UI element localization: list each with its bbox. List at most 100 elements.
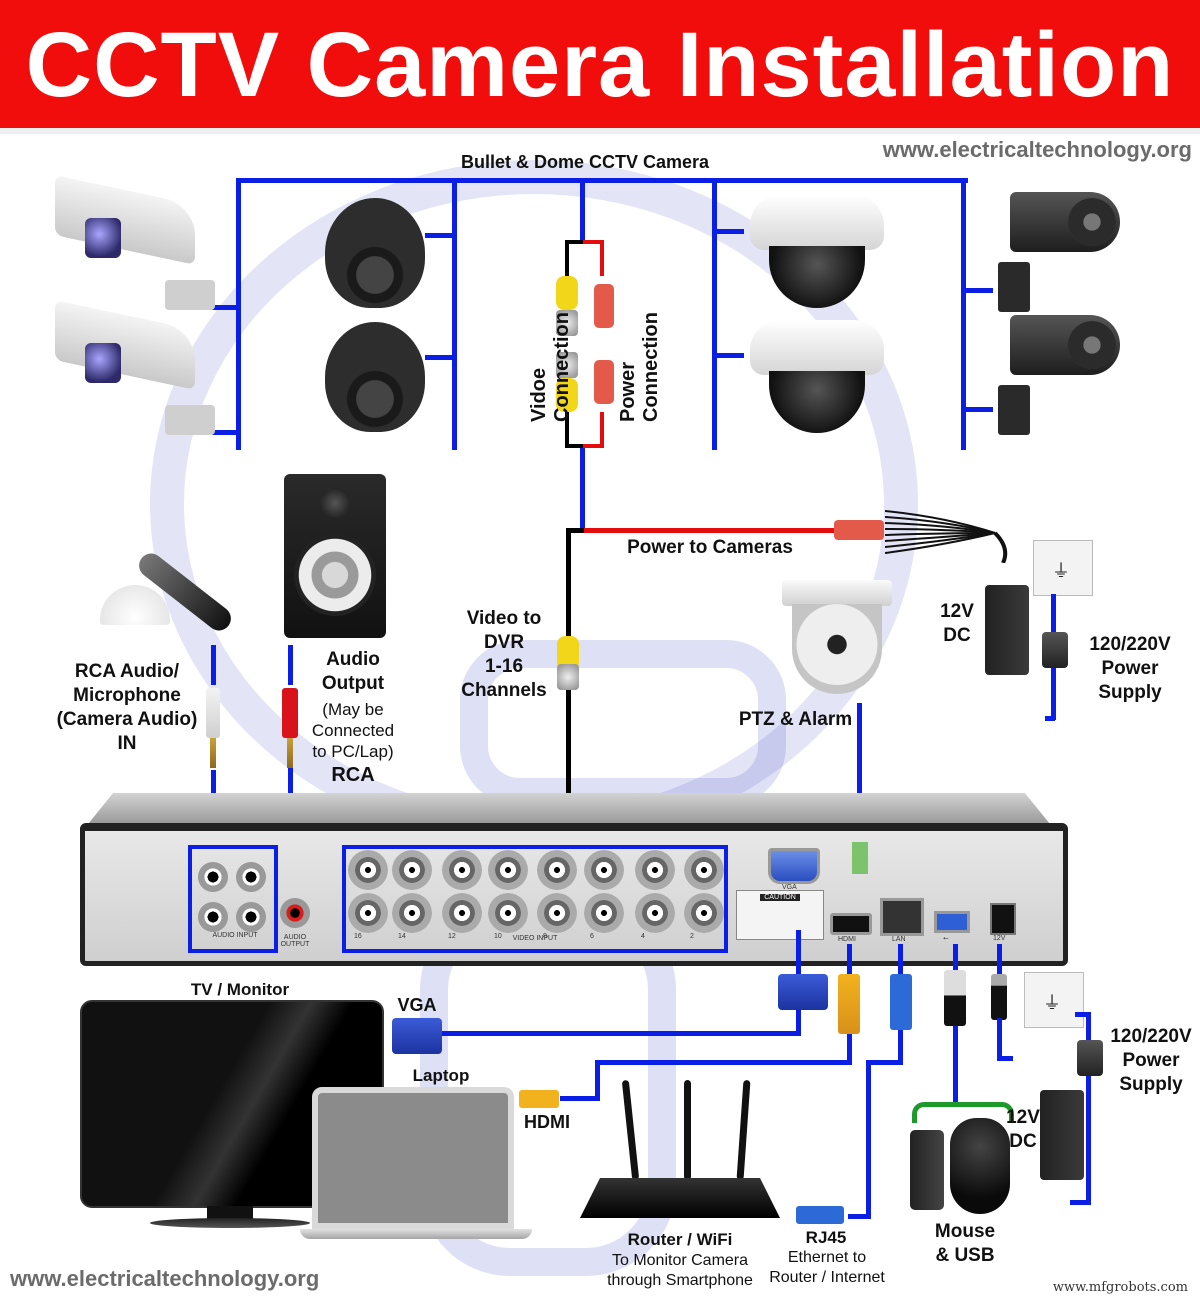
video-input-port[interactable]	[584, 893, 624, 933]
video-input-port[interactable]	[392, 850, 432, 890]
laptop	[312, 1087, 514, 1229]
video-input-port[interactable]	[684, 850, 724, 890]
rca-jack-icon	[282, 688, 298, 738]
watermark-top: www.electricaltechnology.org	[882, 137, 1192, 162]
wall-outlet-icon: ⏚	[1024, 972, 1084, 1028]
audio-input-port-1[interactable]	[236, 862, 266, 892]
wire	[847, 1034, 852, 1064]
wire	[288, 645, 293, 685]
video-input-port[interactable]	[348, 893, 388, 933]
bnc-metal-connector-icon	[556, 310, 578, 336]
video-input-port[interactable]	[584, 850, 624, 890]
video-input-port[interactable]	[684, 893, 724, 933]
white-bullet-camera-2	[55, 300, 215, 435]
wire	[236, 178, 241, 450]
lan-port[interactable]	[880, 898, 924, 936]
bnc-yellow-connector-icon	[557, 636, 579, 670]
wire	[1051, 668, 1056, 720]
audio-jack-icon	[206, 688, 220, 738]
wire	[796, 1010, 801, 1034]
bottom-mains-label: 120/220V Power Supply	[1110, 1026, 1192, 1095]
dome-microphone-icon	[100, 585, 170, 625]
rj45-plug-icon	[796, 1206, 844, 1224]
video-port-number: 8	[543, 933, 547, 940]
wire	[595, 1060, 600, 1100]
vga-port[interactable]	[768, 848, 820, 884]
wire	[1086, 1012, 1091, 1042]
audio-output-label: Audio Output	[321, 649, 385, 694]
video-input-label: VIDEO INPUT	[512, 935, 558, 942]
wire	[997, 1018, 1002, 1060]
rj45-label: RJ45	[805, 1228, 847, 1247]
video-input-port[interactable]	[348, 850, 388, 890]
ir-lens-icon	[1068, 198, 1116, 246]
wire	[866, 1060, 903, 1065]
wire	[1051, 594, 1056, 634]
wire	[425, 233, 455, 238]
wire	[566, 528, 584, 533]
camera-lens-icon	[85, 218, 121, 258]
cameras-label: Bullet & Dome CCTV Camera	[460, 152, 710, 172]
audio-output-port[interactable]	[280, 898, 310, 928]
video-input-port[interactable]	[537, 850, 577, 890]
video-input-port[interactable]	[442, 893, 482, 933]
dc-male-connector-icon	[594, 360, 614, 404]
rca-pin-icon	[287, 738, 293, 768]
top-12v-dc-label: 12V DC	[940, 601, 974, 646]
dark-dome-camera-2	[325, 322, 425, 432]
white-dome-camera-1	[750, 195, 884, 315]
page-title: CCTV Camera Installation	[25, 14, 1175, 116]
vga-connector-icon	[778, 974, 828, 1010]
mouse-icon	[950, 1118, 1010, 1214]
wire	[963, 407, 993, 412]
audio-input-port-3[interactable]	[198, 862, 228, 892]
audio-input-port-4[interactable]	[198, 902, 228, 932]
wire	[898, 944, 903, 974]
white-dome-camera-2	[750, 320, 884, 440]
video-input-port[interactable]	[635, 893, 675, 933]
video-input-port[interactable]	[392, 893, 432, 933]
wire	[848, 1214, 871, 1219]
caution-label-plate: CAUTION	[736, 890, 824, 940]
audio-input-label: AUDIO INPUT	[212, 932, 258, 939]
wire	[565, 444, 583, 448]
video-input-port[interactable]	[635, 850, 675, 890]
wire	[583, 444, 603, 448]
alarm-terminal[interactable]	[852, 842, 868, 874]
tv-monitor-label: TV / Monitor	[190, 980, 290, 999]
camera-mount-icon	[998, 385, 1030, 435]
alarm-wire	[857, 703, 862, 843]
wall-outlet-icon: ⏚	[1033, 540, 1093, 596]
vga-label: VGA	[397, 995, 437, 1015]
video-input-panel[interactable]	[342, 845, 728, 953]
video-input-port[interactable]	[537, 893, 577, 933]
rj45-connector-icon	[890, 974, 912, 1030]
router	[580, 1178, 780, 1218]
hdmi-label: HDMI	[524, 1112, 570, 1132]
usb-connector-icon	[944, 970, 966, 1026]
hdmi-wire	[595, 1060, 852, 1065]
usb-port-icon: ⭠	[943, 935, 949, 942]
title-banner	[0, 0, 1200, 128]
video-input-port[interactable]	[488, 893, 528, 933]
video-port-number: 16	[354, 933, 362, 940]
bnc-yellow-connector-icon	[556, 378, 578, 412]
mains-plug-icon	[1077, 1040, 1103, 1076]
jack-pin-icon	[210, 738, 216, 768]
dc-power-port[interactable]	[990, 903, 1016, 935]
power-connection-label: Power Connection	[617, 312, 662, 422]
video-input-port[interactable]	[442, 850, 482, 890]
camera-lens-icon	[85, 343, 121, 383]
vga-wire	[440, 1031, 801, 1036]
hdmi-port[interactable]	[830, 913, 872, 935]
hdmi-connector-icon	[838, 974, 860, 1034]
ptz-alarm-label: PTZ & Alarm	[738, 709, 853, 730]
video-to-dvr-wire	[566, 690, 571, 850]
video-input-port[interactable]	[488, 850, 528, 890]
audio-input-panel[interactable]	[188, 845, 278, 953]
video-port-number: 2	[690, 933, 694, 940]
camera-mount-icon	[165, 405, 215, 435]
hdmi-port-label: HDMI	[838, 936, 856, 943]
usb-port[interactable]	[934, 911, 970, 933]
audio-input-port-2[interactable]	[236, 902, 266, 932]
